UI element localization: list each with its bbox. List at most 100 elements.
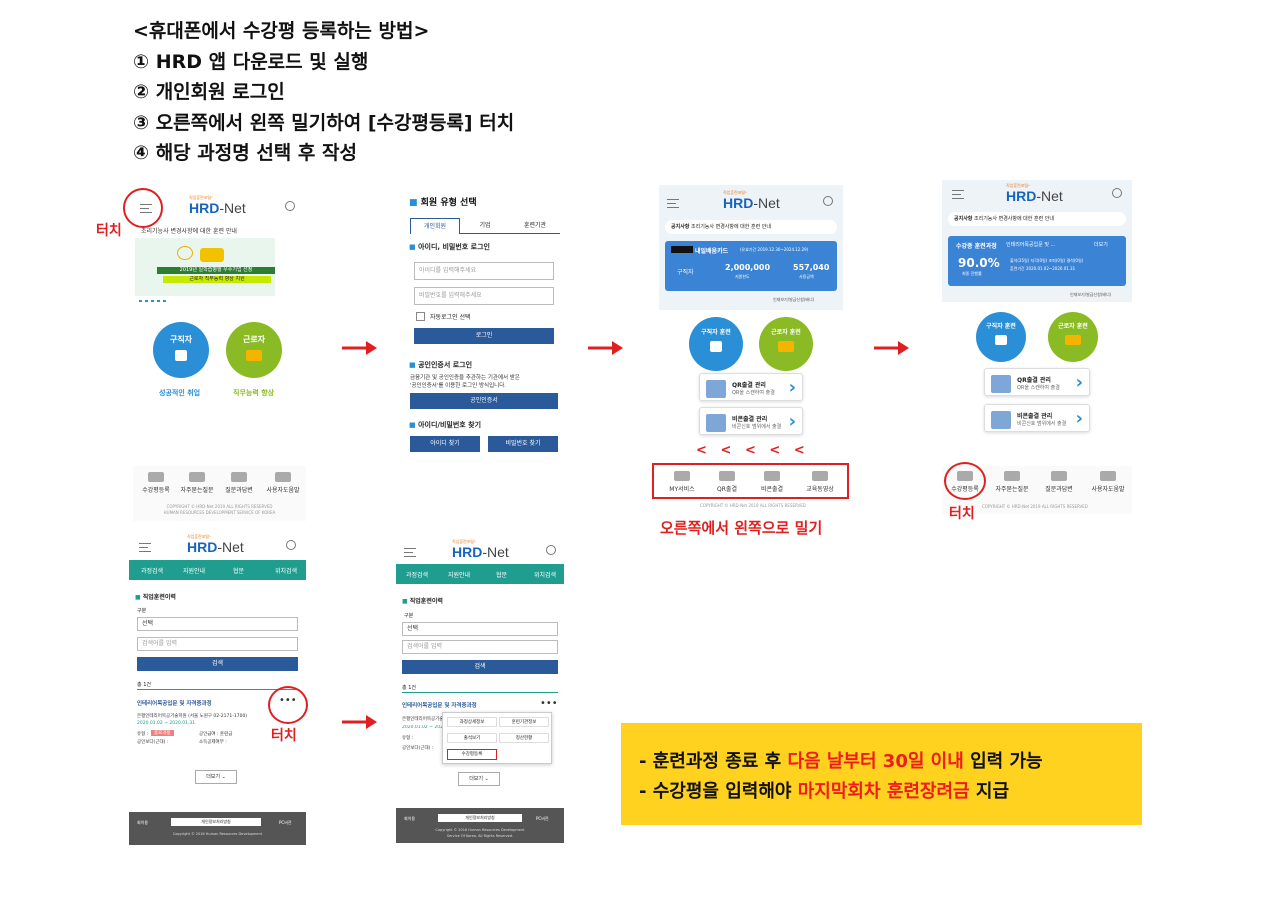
footer: 회이용 개인정보처리방침 PC버전 Copyright © 2016 Human… [129,812,306,845]
menu-icon[interactable] [952,190,964,199]
tab-help[interactable]: 사용자도움말 [260,472,306,494]
tab-personal[interactable]: 개인회원 [410,218,460,234]
voucher-title: 내일배움카드 [695,248,729,255]
voucher-detail[interactable]: 인재보기/발급신청(배너) [1070,292,1112,297]
tab-review[interactable]: 수강평등록 [136,472,176,494]
tab-qr[interactable]: QR출결 [707,471,747,493]
tab-video[interactable]: 교육동영상 [797,471,843,493]
auto-login-label: 자동로그인 선택 [430,314,471,321]
login-button[interactable]: 로그인 [414,328,554,344]
tab-help[interactable]: 사용자도움말 [1084,471,1132,493]
menu-course-search[interactable]: 과정검색 [406,572,429,579]
password-input[interactable]: 비밀번호를 입력해주세요 [414,287,554,305]
menu-icon[interactable] [139,543,151,552]
menu-support[interactable]: 지원안내 [448,572,471,579]
notice-bar[interactable]: 공지사항 조리기능사 변경사항에 대한 훈련 안내 [948,212,1126,226]
search-icon[interactable] [1112,188,1122,198]
search-icon[interactable] [285,201,295,211]
worker-training-button[interactable]: 근로자 훈련 [759,317,813,371]
id-login-title: ■ 아이디, 비밀번호 로그인 [409,243,490,251]
cert-button[interactable]: 공인인증서 [410,393,558,409]
screen-member-course: 직업훈련포털*HRD-Net 공지사항 조리기능사 변경사항에 대한 훈련 안내… [942,180,1132,440]
popup-institution-info[interactable]: 훈련기관정보 [499,717,549,727]
menu-icon[interactable] [404,548,416,557]
menu-help[interactable]: 협문 [233,568,245,575]
screen-home: 직업훈련포털*HRD-Net 조리기능사 변경사항에 대한 훈련 안내 2019… [133,190,306,415]
job-seeker-training-button[interactable]: 구직자 훈련 [689,317,743,371]
course-card-more[interactable]: 더보기 [1094,242,1108,248]
footer-privacy[interactable]: 개인정보처리방침 [438,814,522,822]
step-2: ② 개인회원 로그인 [133,81,285,103]
keyword-input[interactable]: 검색어를 입력 [137,637,298,651]
job-seeker-button[interactable]: 구직자 [153,322,209,378]
tab-my-service[interactable]: MY서비스 [662,471,702,493]
popup-register-review[interactable]: 수강평등록 [447,749,497,760]
tab-company[interactable]: 기업 [460,218,510,234]
swipe-label: 오른쪽에서 왼쪽으로 밀기 [660,519,823,537]
footer-privacy[interactable]: 개인정보처리방침 [171,818,261,826]
cert-title: ■ 공인인증서 로그인 [409,361,473,369]
tab-institution[interactable]: 훈련기관 [510,218,560,234]
instructions-title: <휴대폰에서 수강평 등록하는 방법> [133,20,430,42]
more-options-icon[interactable]: ••• [540,698,558,709]
more-button[interactable]: 더보기 ⌄ [195,770,237,784]
popup-settlement[interactable]: 정산현황 [499,733,549,743]
popup-course-detail[interactable]: 과정상세정보 [447,717,497,727]
cert-desc-2: '공인인증서'를 이용한 로그인 방식입니다. [410,383,507,389]
search-button[interactable]: 검색 [137,657,298,671]
worker-button[interactable]: 근로자 [226,322,282,378]
voucher-detail[interactable]: 인재보기/발급신청(배너) [773,297,815,302]
tab-beacon[interactable]: 비콘출결 [752,471,792,493]
search-icon[interactable] [546,545,556,555]
footer-pc-version[interactable]: PC버전 [536,816,549,821]
menu-location[interactable]: 위치검색 [534,572,557,579]
tab-faq[interactable]: 자주묻는질문 [990,471,1034,493]
menu-icon[interactable] [667,199,679,208]
step-1: ① HRD 앱 다운로드 및 실행 [133,50,369,73]
menu-course-search[interactable]: 과정검색 [141,568,164,575]
id-input[interactable]: 아이디를 입력해주세요 [414,262,554,280]
popup-attendance[interactable]: 출석보기 [447,733,497,743]
worker-training-button[interactable]: 근로자 훈련 [1048,312,1098,362]
search-icon[interactable] [286,540,296,550]
job-seeker-training-button[interactable]: 구직자 훈련 [976,312,1026,362]
search-button[interactable]: 검색 [402,660,558,674]
find-password-button[interactable]: 비밀번호 찾기 [488,436,558,452]
pager-dots [139,300,169,302]
course-type-badge: 종료과정 [151,730,174,736]
course-title[interactable]: 인테리어목공입문 및 자격증과정 [137,701,212,707]
more-button[interactable]: 더보기 ⌄ [458,772,500,786]
auto-login-checkbox[interactable] [416,312,425,321]
copyright: COPYRIGHT © HRD-Net 2019 ALL RIGHTS RESE… [166,504,273,509]
footer-link-1[interactable]: 회이용 [137,820,149,825]
menu-help[interactable]: 협문 [496,572,508,579]
redacted-name [671,246,693,253]
footer-pc-version[interactable]: PC버전 [279,820,292,825]
menu-support[interactable]: 지원안내 [183,568,206,575]
total-count: 총 1건 [402,685,416,691]
footer-link-1[interactable]: 회이용 [404,816,416,821]
bus-icon [200,248,224,262]
course-title[interactable]: 인테리어목공입문 및 자격증과정 [402,703,477,709]
hrd-logo: 직업훈련포털*HRD-Net [187,534,244,556]
type-select[interactable]: 선택 [137,617,298,631]
tab-qna[interactable]: 질문과답변 [1038,471,1080,493]
search-icon[interactable] [823,196,833,206]
tab-faq[interactable]: 자주묻는질문 [176,472,218,494]
type-select[interactable]: 선택 [402,622,558,636]
swipe-chevrons: < < < < < [696,443,805,458]
tab-qna[interactable]: 질문과답변 [219,472,259,494]
menu-location[interactable]: 위치검색 [275,568,298,575]
find-id-button[interactable]: 아이디 찾기 [410,436,480,452]
course-dates: 2020.01.02 ~ 2020.01.31 [137,721,196,726]
card-course[interactable]: 수강중 훈련과정 인테리어목공입문 및 ... 더보기 90.0% 최종 진행률… [948,236,1126,286]
card-voucher[interactable]: 내일배움카드 (유효기간 2019.12.30~2024.12.29) 구직자 … [665,241,837,291]
banner[interactable]: 2019년 일학습병행 우수기업 선정 근로자 직무능력 향상 지원 [135,238,275,296]
notice[interactable]: 조리기능사 변경사항에 대한 훈련 안내 [141,228,237,235]
keyword-input[interactable]: 검색어를 입력 [402,640,558,654]
notice-bar[interactable]: 공지사항 조리기능사 변경사항에 대한 훈련 안내 [665,220,837,234]
